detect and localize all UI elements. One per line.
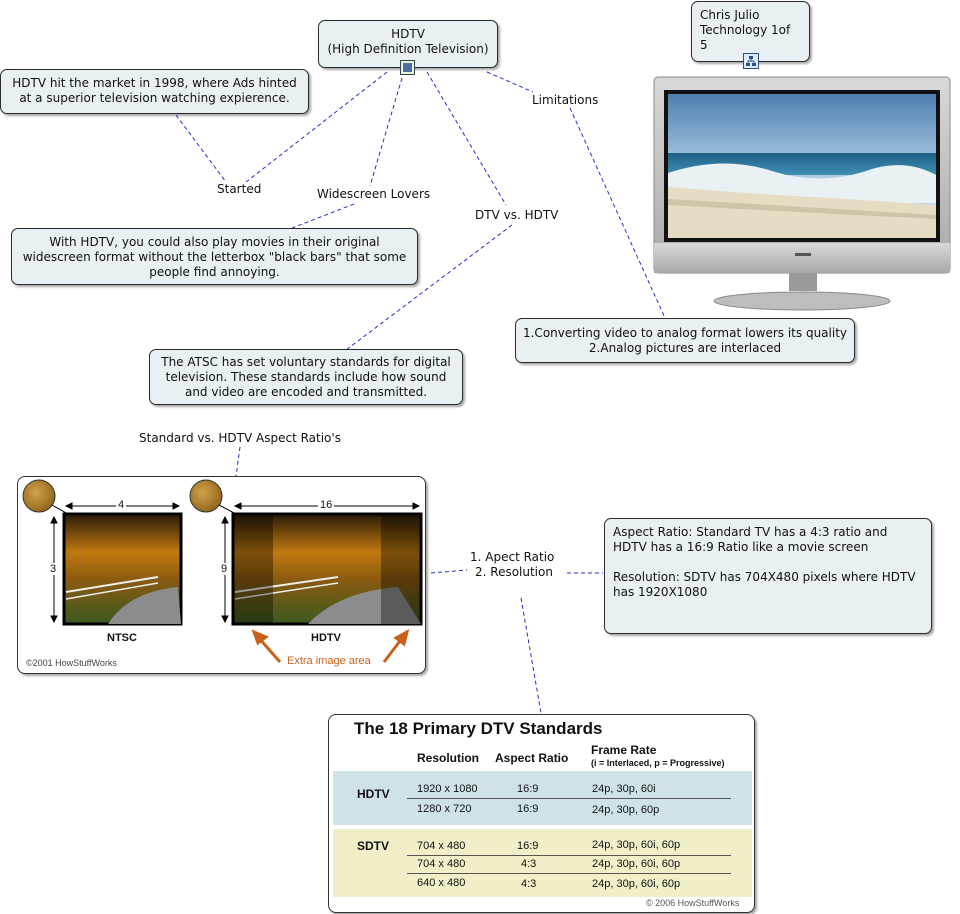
sdtv-row-2-res: 704 x 480	[417, 858, 466, 870]
aspect-image-copyright: ©2001 HowStuffWorks	[26, 658, 117, 668]
row-divider	[407, 798, 731, 799]
extra-area-label: Extra image area	[287, 655, 371, 667]
link-label-limitations: Limitations	[532, 93, 599, 107]
hdtv-row-1-rate: 24p, 30p, 60i	[592, 783, 656, 795]
sdtv-row-3-aspect: 4:3	[521, 878, 537, 890]
hdtv-title-line2: (High Definition Television)	[327, 42, 489, 56]
sdtv-row-2-aspect: 4:3	[521, 858, 537, 870]
link-label-list-1: 1. Apect Ratio	[470, 550, 555, 564]
hdtv-group-label: HDTV	[357, 787, 390, 801]
col-aspect-ratio: Aspect Ratio	[495, 751, 569, 765]
atsc-node[interactable]: The ATSC has set voluntary standards for…	[149, 349, 463, 405]
atsc-text: The ATSC has set voluntary standards for…	[161, 355, 451, 399]
link-label-aspect-ratios: Standard vs. HDTV Aspect Ratio's	[139, 431, 341, 445]
link-label-dtv-vs-hdtv: DTV vs. HDTV	[475, 208, 559, 222]
aspect-ratio-text: Aspect Ratio: Standard TV has a 4:3 rati…	[613, 525, 888, 554]
row-divider	[407, 873, 731, 874]
hdtv-row-2-aspect: 16:9	[517, 803, 539, 815]
author-course: Technology 1of 5	[700, 23, 791, 52]
author-node[interactable]: Chris Julio Technology 1of 5	[691, 1, 810, 62]
aspect-ratio-image: 4 16 3 9 NTSC HDTV Extra image area ©200…	[17, 476, 426, 674]
sdtv-group-label: SDTV	[357, 839, 390, 853]
link-label-widescreen: Widescreen Lovers	[317, 187, 431, 201]
aspect-ratio-illustration	[22, 479, 423, 663]
hdtv-row-1-aspect: 16:9	[517, 783, 539, 795]
hdtv-row-2-res: 1280 x 720	[417, 803, 472, 815]
limitations-node[interactable]: 1.Converting video to analog format lowe…	[515, 318, 855, 363]
hdtv-television-image	[653, 76, 951, 311]
started-text: HDTV hit the market in 1998, where Ads h…	[12, 76, 297, 105]
sdtv-row-3-res: 640 x 480	[417, 877, 466, 889]
note-icon[interactable]	[400, 60, 415, 75]
widescreen-text: With HDTV, you could also play movies in…	[22, 235, 407, 279]
col-frame-rate: Frame Rate	[591, 743, 657, 757]
table-copyright: © 2006 HowStuffWorks	[646, 898, 740, 908]
limitation-2: 2.Analog pictures are interlaced	[588, 341, 782, 355]
hdtv-row-2-rate: 24p, 30p, 60p	[592, 804, 660, 816]
limitation-1: 1.Converting video to analog format lowe…	[522, 326, 848, 340]
resolution-text: Resolution: SDTV has 704X480 pixels wher…	[613, 570, 916, 599]
aspect-resolution-node[interactable]: Aspect Ratio: Standard TV has a 4:3 rati…	[604, 518, 932, 634]
ntsc-label: NTSC	[107, 632, 137, 644]
sdtv-row-3-rate: 24p, 30p, 60i, 60p	[592, 878, 681, 890]
sdtv-row-2-rate: 24p, 30p, 60i, 60p	[592, 858, 681, 870]
dtv-standards-table: The 18 Primary DTV Standards Resolution …	[328, 714, 755, 913]
hdtv-row-1-res: 1920 x 1080	[417, 783, 478, 795]
table-title: The 18 Primary DTV Standards	[354, 719, 603, 738]
concept-map-icon[interactable]	[743, 53, 759, 69]
col-resolution: Resolution	[417, 751, 479, 765]
ntsc-width-label: 4	[116, 499, 127, 511]
author-name: Chris Julio	[700, 8, 760, 22]
col-frame-note: (i = Interlaced, p = Progressive)	[591, 758, 725, 768]
started-node[interactable]: HDTV hit the market in 1998, where Ads h…	[0, 69, 309, 114]
sdtv-row-1-aspect: 16:9	[517, 840, 539, 852]
hdtv-root-node[interactable]: HDTV (High Definition Television)	[318, 20, 498, 68]
hdtv-title-line1: HDTV	[391, 27, 425, 41]
sdtv-row-1-rate: 24p, 30p, 60i, 60p	[592, 839, 681, 851]
link-label-list-2: 2. Resolution	[475, 565, 553, 579]
widescreen-node[interactable]: With HDTV, you could also play movies in…	[11, 228, 418, 285]
hdtv-label: HDTV	[311, 632, 341, 644]
sdtv-row-1-res: 704 x 480	[417, 840, 466, 852]
hdtv-height-label: 9	[221, 563, 228, 575]
hdtv-width-label: 16	[318, 499, 335, 511]
ntsc-height-label: 3	[50, 563, 57, 575]
row-divider	[407, 855, 731, 856]
link-label-started: Started	[217, 182, 262, 196]
sdtv-band	[333, 829, 752, 897]
